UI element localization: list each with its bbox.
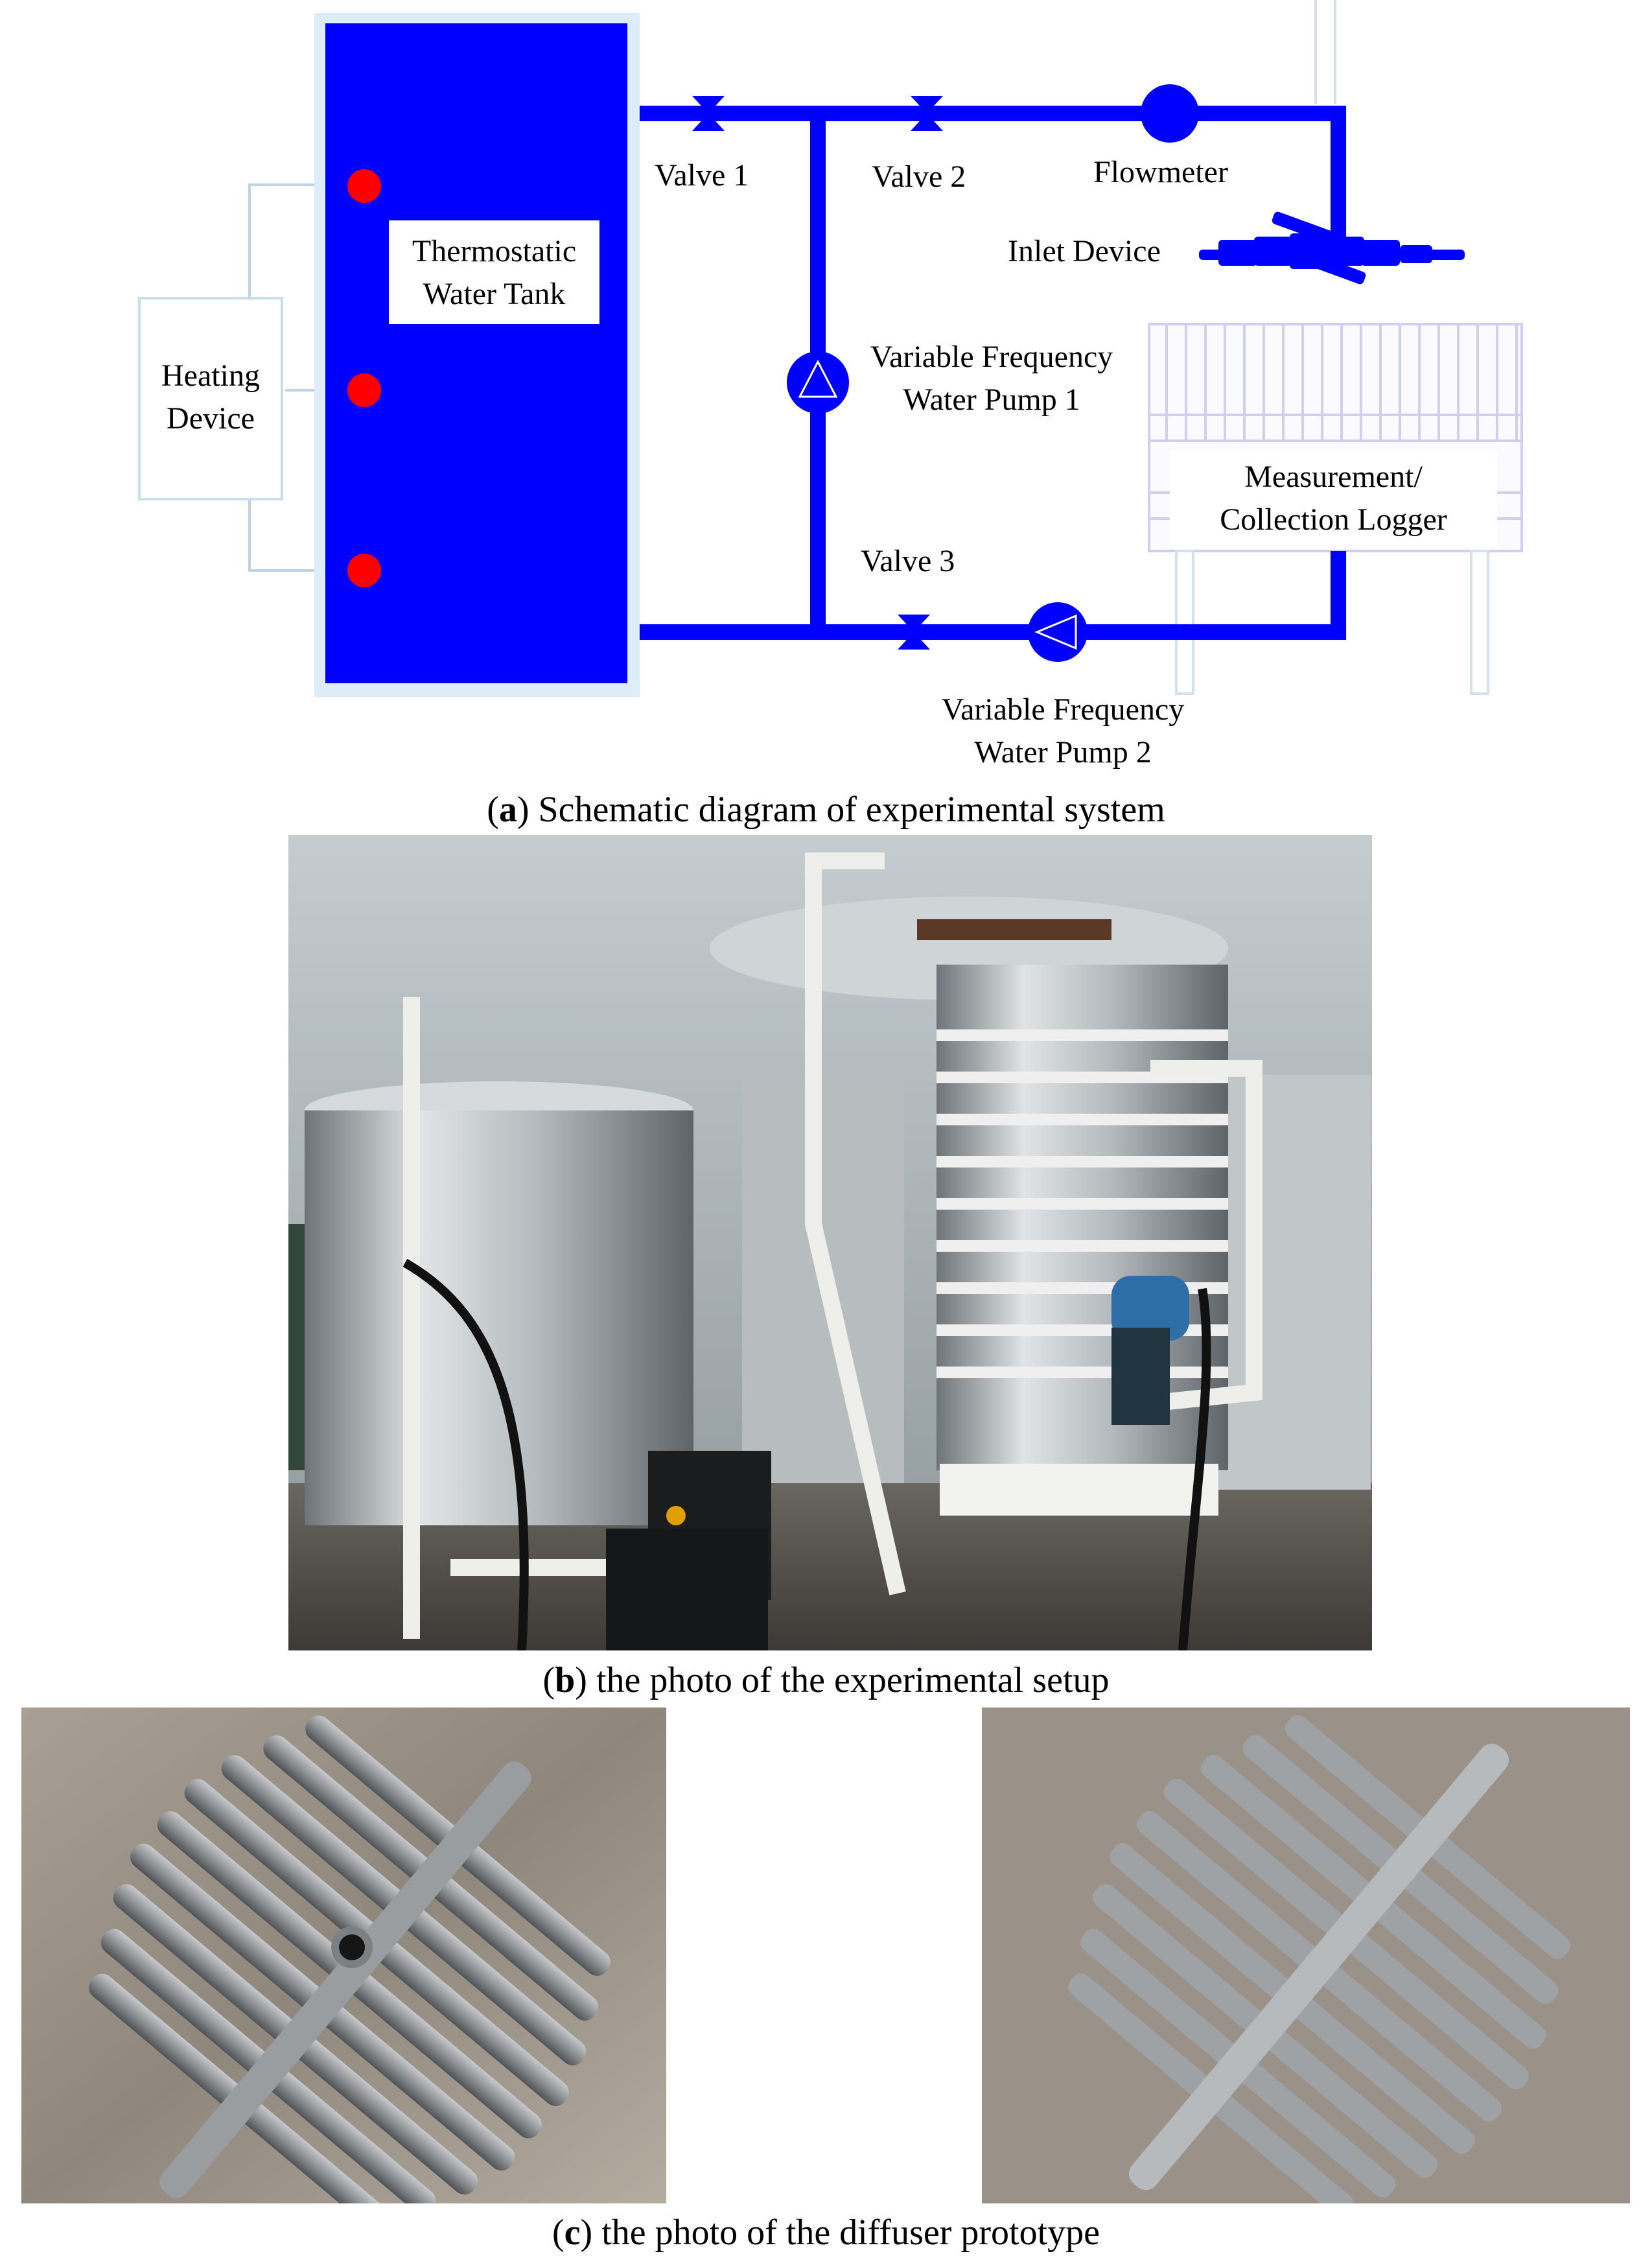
pump-1-symbol <box>787 351 849 414</box>
heater-dot-1 <box>347 169 381 203</box>
caption-c: (c) the photo of the diffuser prototype <box>552 2212 1100 2253</box>
logger-line2: Collection Logger <box>1220 502 1447 537</box>
pump-2-label: Variable Frequency Water Pump 2 <box>901 688 1225 774</box>
heater-dot-2 <box>347 373 381 407</box>
caption-a-text: Schematic diagram of experimental system <box>529 790 1165 830</box>
tank-label-line1: Thermostatic <box>412 234 577 268</box>
caption-a: (a) Schematic diagram of experimental sy… <box>487 790 1165 830</box>
heating-device-line2: Device <box>167 401 255 436</box>
flowmeter-label: Flowmeter <box>1093 155 1228 189</box>
caption-c-text: the photo of the diffuser prototype <box>592 2212 1100 2253</box>
inlet-device-symbol <box>1199 211 1465 285</box>
schematic-diagram <box>138 0 1523 697</box>
logger-legs <box>1175 0 1489 695</box>
logger-label-box <box>1170 451 1497 548</box>
inlet-device-label: Inlet Device <box>1008 234 1161 268</box>
setup-photo <box>288 835 1372 1650</box>
valve-1 <box>692 96 725 131</box>
tank-label-line2: Water Tank <box>423 277 566 311</box>
caption-b-letter: b <box>555 1660 576 1700</box>
pump-2-symbol <box>1028 602 1088 662</box>
heater-dot-3 <box>347 554 381 587</box>
heating-device-label: Heating Device <box>139 355 282 440</box>
valve-2-label: Valve 2 <box>872 159 966 194</box>
caption-c-letter: c <box>564 2212 581 2253</box>
diffuser-photo-right <box>982 1708 1630 2203</box>
tank-label: Thermostatic Water Tank <box>389 230 599 316</box>
flowmeter-symbol <box>1141 84 1199 143</box>
diffuser-photo-left <box>21 1708 666 2203</box>
valve-3 <box>898 615 930 650</box>
pump-1-line2: Water Pump 1 <box>903 382 1080 417</box>
caption-b-text: the photo of the experimental setup <box>587 1660 1110 1700</box>
pump-2-line2: Water Pump 2 <box>974 735 1152 769</box>
valve-1-label: Valve 1 <box>655 158 749 193</box>
logger-label: Measurement/ Collection Logger <box>1170 456 1497 541</box>
caption-a-letter: a <box>498 790 517 830</box>
pump-2-line1: Variable Frequency <box>941 692 1185 727</box>
heating-device-line1: Heating <box>161 358 260 393</box>
valve-3-label: Valve 3 <box>861 544 955 578</box>
heating-device-box <box>138 297 283 500</box>
pump-1-line1: Variable Frequency <box>870 340 1113 374</box>
valve-2 <box>911 96 943 131</box>
pump-1-label: Variable Frequency Water Pump 1 <box>849 336 1134 421</box>
tank-label-box <box>389 220 599 324</box>
logger-line1: Measurement/ <box>1244 460 1423 494</box>
logger-grid-lines <box>1165 324 1518 441</box>
caption-b: (b) the photo of the experimental setup <box>542 1660 1110 1700</box>
